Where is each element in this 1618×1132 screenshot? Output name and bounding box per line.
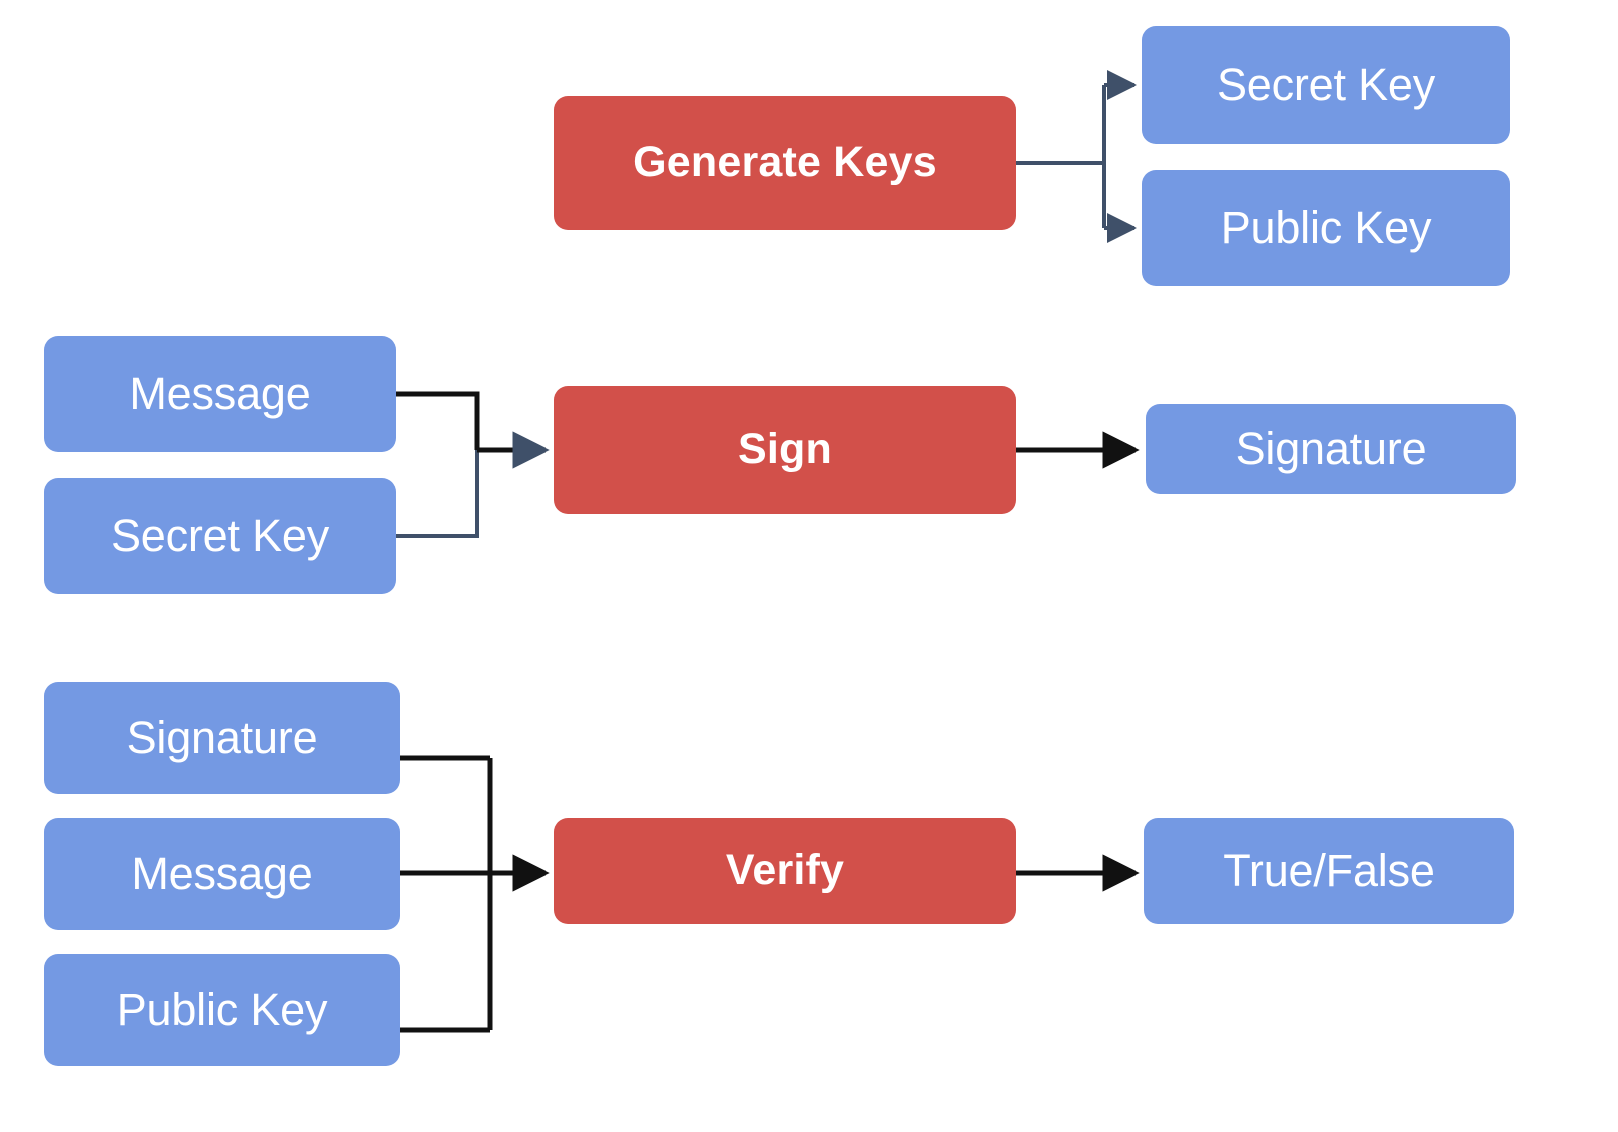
node-signature-verify-input-label: Signature [126,712,318,764]
edge-generate-keys-split [1016,70,1137,243]
node-public-key-verify-input-label: Public Key [116,984,328,1036]
node-signature-output-label: Signature [1235,423,1427,475]
edge-verify-merge [400,755,550,1033]
edge-sign-merge [396,391,550,538]
node-true-false-output-label: True/False [1223,845,1435,897]
node-generate-keys[interactable]: Generate Keys [554,96,1016,230]
node-sign-label: Sign [738,425,832,474]
node-signature-output[interactable]: Signature [1146,404,1516,494]
node-secret-key-sign-input[interactable]: Secret Key [44,478,396,594]
node-public-key-output-label: Public Key [1220,202,1432,254]
node-sign[interactable]: Sign [554,386,1016,514]
node-secret-key-output-label: Secret Key [1216,59,1436,111]
node-secret-key-sign-input-label: Secret Key [110,510,330,562]
node-public-key-verify-input[interactable]: Public Key [44,954,400,1066]
node-message-verify-input-label: Message [131,848,313,900]
node-signature-verify-input[interactable]: Signature [44,682,400,794]
node-generate-keys-label: Generate Keys [633,138,937,187]
node-public-key-output[interactable]: Public Key [1142,170,1510,286]
node-secret-key-output[interactable]: Secret Key [1142,26,1510,144]
node-message-sign-input-label: Message [129,368,311,420]
node-message-sign-input[interactable]: Message [44,336,396,452]
node-message-verify-input[interactable]: Message [44,818,400,930]
node-true-false-output[interactable]: True/False [1144,818,1514,924]
node-verify[interactable]: Verify [554,818,1016,924]
node-verify-label: Verify [725,846,845,895]
